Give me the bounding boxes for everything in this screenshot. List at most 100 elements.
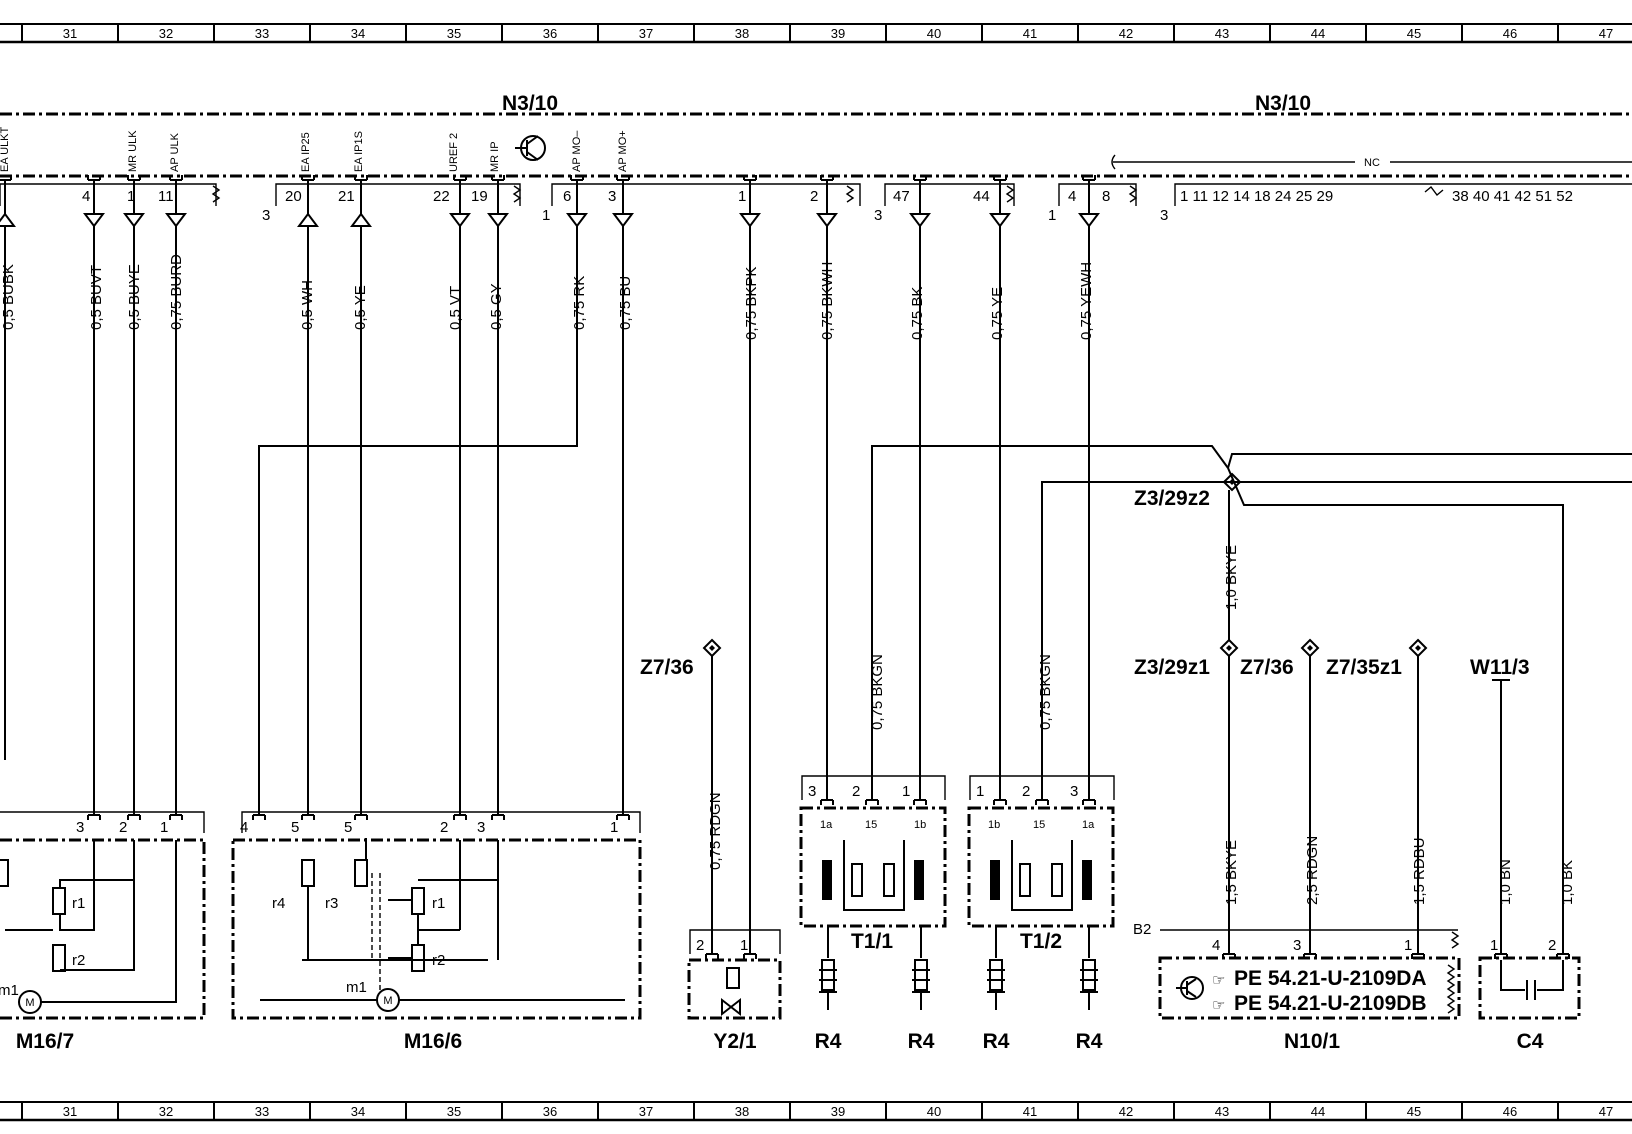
m16-7-component: 3 2 1 r1 r2 m1 M M16/7: [0, 811, 206, 1053]
wire-label-bk: 0,75 BK: [909, 287, 926, 340]
splice-dot: [1307, 645, 1313, 651]
pe-reference-1[interactable]: PE 54.21-U-2109DA: [1234, 967, 1427, 990]
signal-ap-mo-plus: AP MO+: [617, 130, 629, 172]
output-arrow-icon: [123, 213, 145, 228]
n3-10-module: N3/10 N3/10 NC: [0, 92, 1632, 178]
connector-number-3-a: 3: [262, 207, 270, 224]
wire-label-bkye-1: 1,0 BKYE: [1223, 545, 1240, 610]
w11-3-label: W11/3: [1470, 656, 1530, 679]
pin-6: 6: [563, 188, 571, 205]
wire: [59, 840, 135, 888]
t1-2-label: T1/2: [1020, 930, 1062, 953]
nc-label: NC: [1364, 157, 1380, 169]
c4-pin-1: 1: [1490, 937, 1498, 954]
column-number: 34: [351, 1104, 365, 1119]
column-number: 35: [447, 1104, 461, 1119]
t1-1-term-15: 15: [865, 819, 877, 831]
column-number: 42: [1119, 26, 1133, 41]
column-number: 36: [543, 26, 557, 41]
wire-label-bkpk: 0,75 BKPK: [743, 267, 760, 340]
t1-1-term-1a: 1a: [820, 819, 833, 831]
z3-29z1-label: Z3/29z1: [1134, 656, 1210, 679]
pin-22: 22: [433, 188, 450, 205]
column-number: 38: [735, 1104, 749, 1119]
signal-names: EA ULKT MR ULK AP ULK EA IP25 EA IP1S UR…: [0, 126, 629, 172]
wire: [1041, 481, 1632, 800]
splice-labels: Z7/36 Z3/29z1 Z7/36 Z7/35z1 W11/3 Z3/29z…: [640, 487, 1530, 679]
column-number: 46: [1503, 26, 1517, 41]
t1-2-term-1a: 1a: [1082, 819, 1095, 831]
r4-label-2: R4: [908, 1030, 935, 1053]
wire: [59, 840, 95, 931]
t1-1-component: 3 2 1 1a 15 1b T1/1: [799, 775, 947, 953]
wire: [41, 840, 177, 1003]
splice-icon: [1222, 472, 1242, 492]
wire-label-burd: 0,75 BURD: [168, 254, 185, 330]
pin-47: 47: [893, 188, 910, 205]
m16-6-motor-label: M: [383, 995, 392, 1007]
wire-label-yewh: 0,75 YEWH: [1078, 262, 1095, 340]
pin-2: 2: [810, 188, 818, 205]
module-connectors: 3 1 3 1 3 1 11 12 14 18 24 25 29 38 40 4…: [0, 183, 1632, 224]
pin-4: 4: [82, 188, 90, 205]
wire-label-rdgn-2: 2,5 RDGN: [1304, 836, 1321, 905]
connector-number-3-c: 3: [1160, 207, 1168, 224]
m16-6-pin-2: 2: [440, 819, 448, 836]
ground-plug-icon: [1082, 959, 1096, 991]
output-arrow-icon: [449, 213, 471, 228]
pin-8: 8: [1102, 188, 1110, 205]
column-number: 32: [159, 1104, 173, 1119]
column-number: 40: [927, 26, 941, 41]
wire-label-bn: 1,0 BN: [1497, 859, 1514, 905]
wire: [871, 445, 1229, 800]
pin-1-b: 1: [738, 188, 746, 205]
pin-44: 44: [973, 188, 990, 205]
valve-icon: [721, 997, 741, 1017]
t1-2-term-15: 15: [1033, 819, 1045, 831]
pin-20: 20: [285, 188, 302, 205]
column-number: 39: [831, 26, 845, 41]
m16-6-r4: r4: [272, 895, 285, 912]
m16-7-r1: r1: [72, 895, 85, 912]
splice-dot: [709, 645, 715, 651]
input-arrow-icon: [350, 212, 372, 227]
m16-6-pin-4: 4: [240, 819, 248, 836]
m16-6-component: 4 5 5 2 3 1 r4 r3 r1 r2 m1 M M16/6: [231, 811, 642, 1053]
z7-35z1-label: Z7/35z1: [1326, 656, 1402, 679]
connector-number-1-b: 1: [1048, 207, 1056, 224]
n3-10-label-left: N3/10: [502, 92, 558, 115]
ground-plug-icon: [989, 959, 1003, 991]
wire-labels: 0,5 BUBK 0,5 BUVT 0,5 BUYE 0,75 BURD 0,5…: [0, 254, 1576, 905]
t1-2-term-1b: 1b: [988, 819, 1000, 831]
column-number: 33: [255, 26, 269, 41]
signal-uref-2: UREF 2: [448, 133, 460, 172]
t1-1-term-1b: 1b: [914, 819, 926, 831]
column-number: 44: [1311, 1104, 1325, 1119]
splice-dot: [1229, 479, 1235, 485]
column-number: 31: [63, 26, 77, 41]
output-arrow-icon: [487, 213, 509, 228]
column-number: 45: [1407, 26, 1421, 41]
pin-19: 19: [471, 188, 488, 205]
r4-label-1: R4: [815, 1030, 842, 1053]
signal-ap-ulk: AP ULK: [169, 132, 181, 172]
column-number: 37: [639, 26, 653, 41]
output-arrow-icon: [1078, 213, 1100, 228]
column-number: 43: [1215, 1104, 1229, 1119]
n10-1-pin-1: 1: [1404, 937, 1412, 954]
output-arrow-icon: [566, 213, 588, 228]
wire-label-ye-2: 0,75 YE: [989, 287, 1006, 340]
m16-7-r2: r2: [72, 952, 85, 969]
pin-11: 11: [158, 188, 174, 205]
column-number: 34: [351, 26, 365, 41]
connector-number-3-b: 3: [874, 207, 882, 224]
m16-7-motor-label: M: [25, 997, 34, 1009]
wire-label-buvt: 0,5 BUVT: [88, 265, 105, 330]
pe-reference-2[interactable]: PE 54.21-U-2109DB: [1234, 992, 1427, 1015]
c4-label: C4: [1517, 1030, 1544, 1053]
input-arrow-icon: [297, 212, 319, 227]
pin-21: 21: [338, 188, 355, 205]
y2-1-component: 2 1 Y2/1: [687, 929, 782, 1053]
pin-3: 3: [608, 188, 616, 205]
